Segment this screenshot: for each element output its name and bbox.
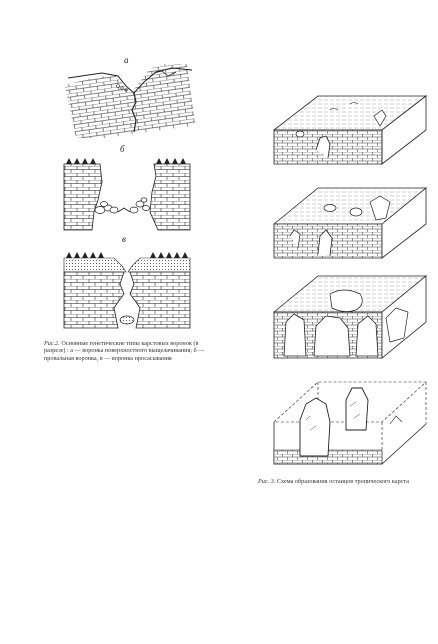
diagram-karst-stage-4 bbox=[270, 370, 430, 470]
diagram-karst-stage-3 bbox=[270, 268, 430, 364]
diagram-karst-stage-1 bbox=[270, 86, 430, 170]
figure-2-number: Рис.2. bbox=[44, 340, 60, 347]
figure-3-text: Схема образования останцов тропического … bbox=[276, 478, 409, 485]
figure-3-caption: Рис. 3. Схема образования останцов тропи… bbox=[258, 478, 430, 485]
panel-label-v: в bbox=[122, 234, 126, 244]
figure-2-caption: Рис.2. Основные генетические типы карсто… bbox=[44, 340, 216, 362]
diagram-collapse-doline bbox=[62, 152, 192, 232]
figure-3-number: Рис. 3. bbox=[258, 478, 276, 485]
figure-2-text: Основные генетические типы карстовых вор… bbox=[44, 340, 205, 362]
diagram-suffosion-doline bbox=[62, 244, 192, 330]
diagram-karst-stage-2 bbox=[270, 178, 430, 264]
panel-label-a: а bbox=[124, 55, 129, 65]
panel-label-b: б bbox=[120, 144, 125, 154]
diagram-surface-solution-doline bbox=[62, 64, 202, 138]
